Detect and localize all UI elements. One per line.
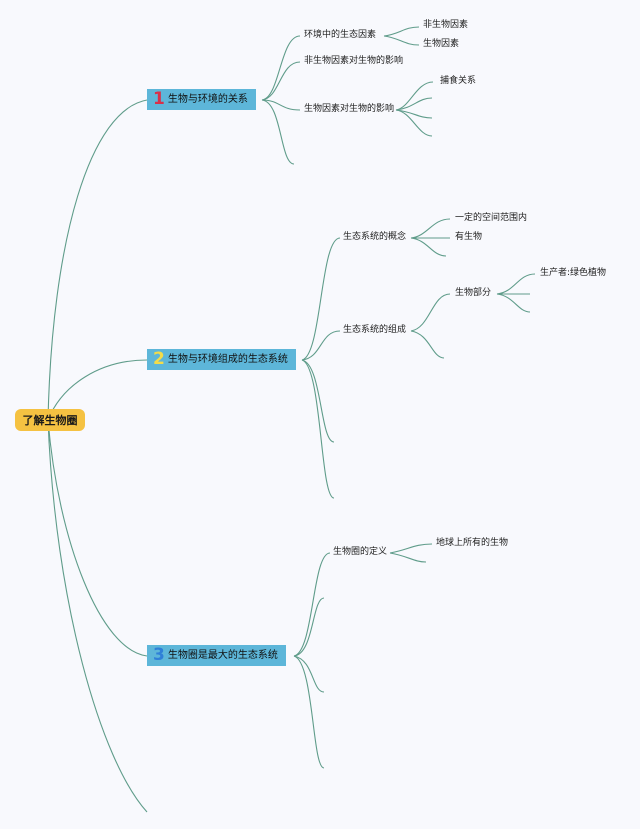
- node-biosphere-definition[interactable]: 生物圈的定义: [333, 547, 388, 557]
- node-biotic[interactable]: 生物因素: [423, 39, 460, 49]
- branch-node-2[interactable]: 2 生物与环境组成的生态系统: [147, 349, 296, 370]
- node-space-range[interactable]: 一定的空间范围内: [455, 213, 528, 223]
- connector-biotic-empty1: [395, 97, 433, 111]
- connector-definition-alllife: [389, 543, 433, 554]
- connector-b1-empty: [261, 99, 295, 165]
- connector-composition-biopart: [410, 293, 451, 332]
- connector-biopart-empty2: [496, 293, 531, 313]
- connector-concept-empty: [410, 237, 447, 257]
- connector-b2-composition: [301, 330, 341, 361]
- node-abiotic[interactable]: 非生物因素: [423, 20, 469, 30]
- connector-root-extra: [47, 419, 148, 813]
- node-bio-part[interactable]: 生物部分: [455, 288, 492, 298]
- branch-label-1: 生物与环境的关系: [167, 93, 248, 105]
- connector-b2-empty2: [301, 359, 335, 499]
- connector-b1-eco: [261, 35, 301, 101]
- connector-b2-concept: [301, 237, 341, 361]
- branch-number-2: 2: [153, 349, 165, 369]
- node-predation[interactable]: 捕食关系: [440, 76, 477, 86]
- connector-eco-biotic: [383, 35, 420, 46]
- connector-b3-empty3: [293, 655, 325, 769]
- connector-root-branch3: [47, 419, 148, 657]
- branch-number-3: 3: [153, 645, 165, 665]
- connector-b3-definition: [293, 552, 331, 657]
- node-producer[interactable]: 生产者:绿色植物: [540, 268, 607, 278]
- node-eco-factors[interactable]: 环境中的生态因素: [304, 30, 377, 40]
- connector-b3-empty1: [293, 597, 325, 657]
- connector-composition-empty: [410, 330, 445, 359]
- connector-biopart-producer: [496, 273, 536, 295]
- branch-label-3: 生物圈是最大的生态系统: [167, 649, 278, 661]
- connector-b3-empty2: [293, 655, 325, 693]
- connector-eco-abiotic: [383, 26, 420, 37]
- connector-concept-space: [410, 218, 451, 239]
- node-eco-composition[interactable]: 生态系统的组成: [343, 325, 407, 335]
- node-eco-concept[interactable]: 生态系统的概念: [343, 232, 407, 242]
- branch-node-3[interactable]: 3 生物圈是最大的生态系统: [147, 645, 286, 666]
- connector-biotic-predation: [395, 81, 434, 111]
- connector-b1-abiotic-effect: [261, 61, 301, 101]
- connector-definition-empty: [389, 552, 427, 563]
- connector-biotic-empty3: [395, 109, 433, 137]
- connector-b1-biotic-effect: [261, 99, 301, 111]
- node-biotic-effect[interactable]: 生物因素对生物的影响: [304, 104, 395, 114]
- branch-node-1[interactable]: 1 生物与环境的关系: [147, 89, 256, 110]
- connector-root-branch2: [47, 359, 148, 421]
- root-node[interactable]: 了解生物圈: [15, 409, 85, 431]
- connector-root-branch1: [47, 99, 148, 421]
- node-abiotic-effect[interactable]: 非生物因素对生物的影响: [304, 56, 404, 66]
- branch-label-2: 生物与环境组成的生态系统: [167, 353, 288, 365]
- node-organisms[interactable]: 有生物: [455, 232, 483, 242]
- connector-b2-empty1: [301, 359, 335, 443]
- node-all-life[interactable]: 地球上所有的生物: [436, 538, 509, 548]
- branch-number-1: 1: [153, 89, 165, 109]
